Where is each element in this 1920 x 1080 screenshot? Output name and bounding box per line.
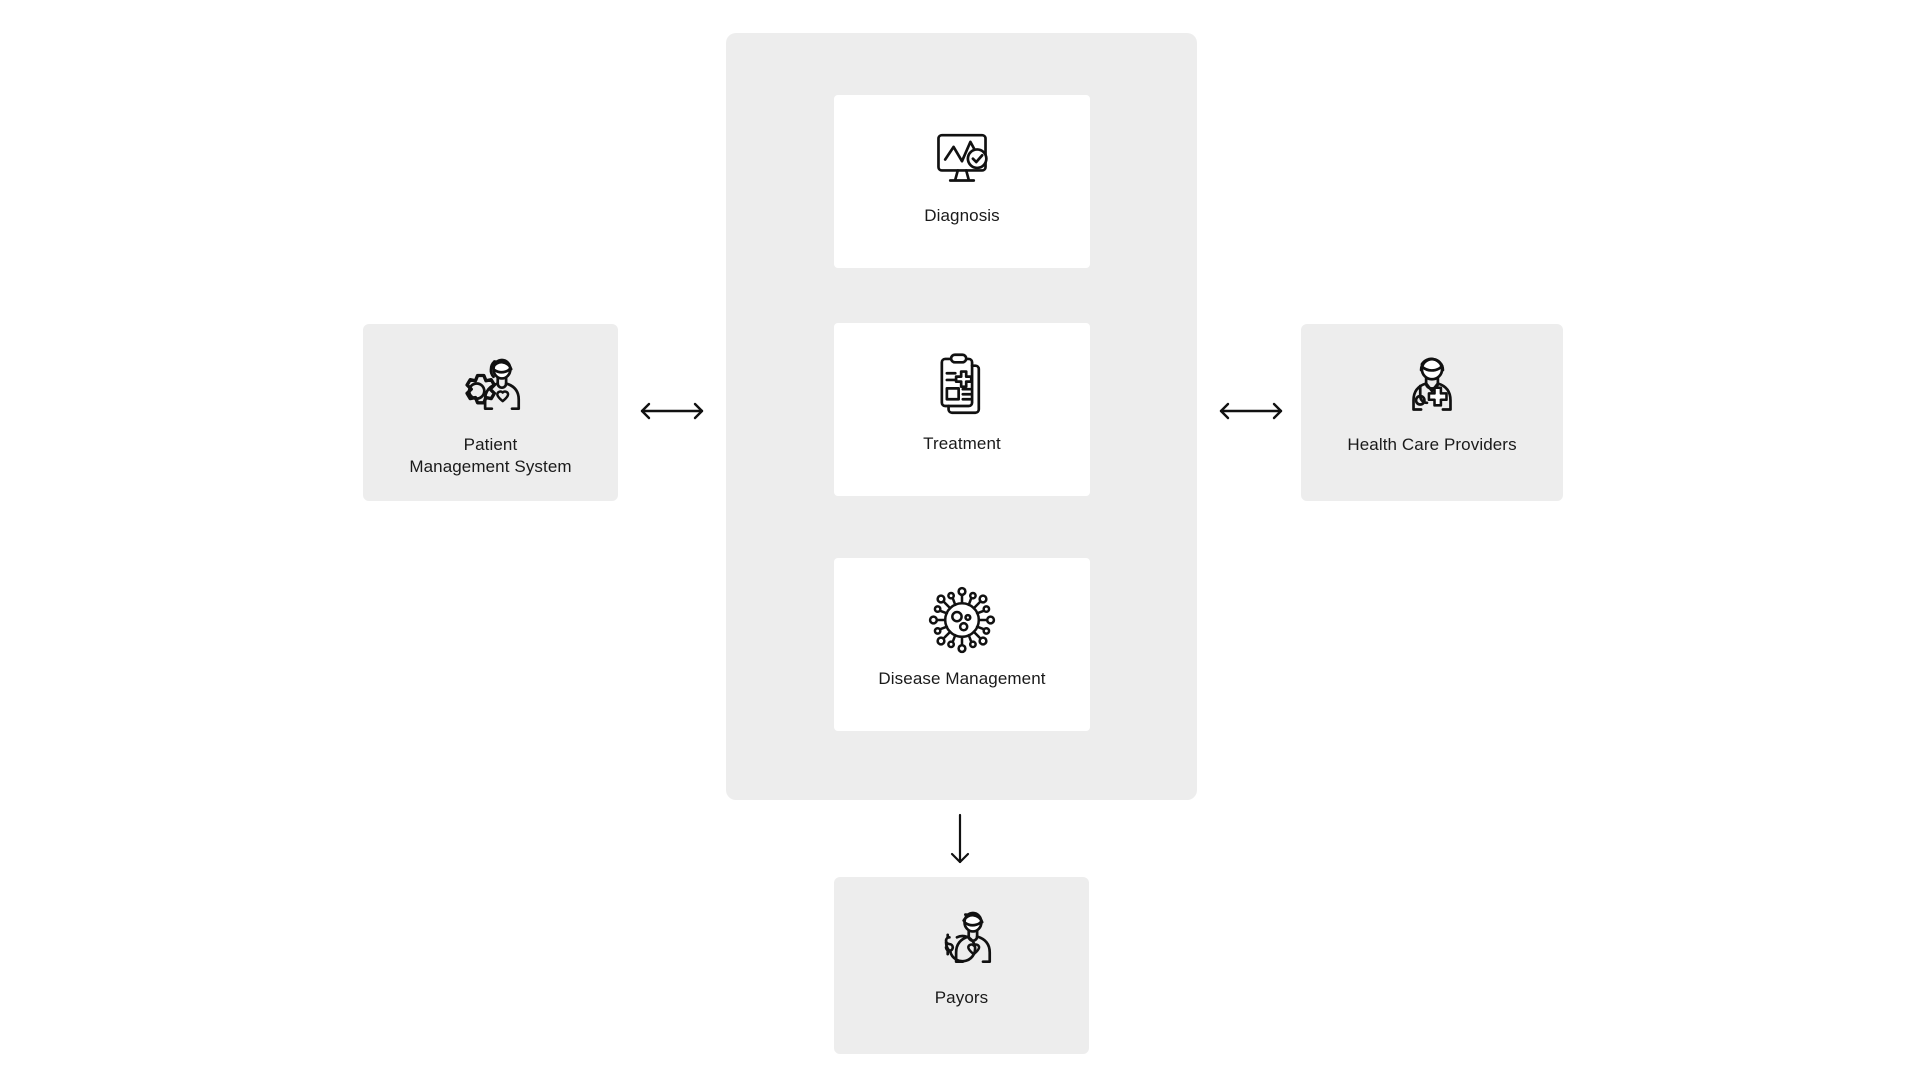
left-right-arrow-icon [636, 392, 708, 430]
stage-card-disease-management[interactable]: Disease Management [834, 558, 1090, 731]
entity-label-payors: Payors [934, 988, 989, 1007]
stage-label-diagnosis: Diagnosis [924, 206, 1000, 225]
entity-label-line-1: Patient [463, 435, 518, 454]
doctor-stethoscope-cross-icon [1390, 344, 1474, 428]
monitor-chart-check-icon [920, 115, 1004, 199]
stage-label-treatment: Treatment [923, 434, 1001, 453]
entity-box-payors[interactable]: Payors [834, 877, 1089, 1054]
virus-icon [920, 578, 1004, 662]
entity-label-health-care-providers: Health Care Providers [1347, 435, 1517, 454]
entity-label-line-2: Management System [409, 457, 572, 476]
stage-card-diagnosis[interactable]: Diagnosis [834, 95, 1090, 268]
care-pipeline-panel: Diagnosis Treatment [726, 33, 1197, 800]
connector-pms-to-pipeline [636, 392, 708, 430]
person-gear-heart-icon [449, 344, 533, 428]
entity-box-patient-management-system[interactable]: Patient Management System [363, 324, 618, 501]
person-dollar-heart-icon [920, 897, 1004, 981]
stage-label-disease-management: Disease Management [878, 669, 1046, 688]
connector-pipeline-to-payors [940, 812, 980, 868]
left-right-arrow-icon [1215, 392, 1287, 430]
down-arrow-icon [940, 812, 980, 868]
connector-pipeline-to-providers [1215, 392, 1287, 430]
stage-card-treatment[interactable]: Treatment [834, 323, 1090, 496]
entity-label-patient-management-system: Patient Management System [409, 434, 571, 478]
clipboard-medical-cross-icon [920, 343, 1004, 427]
entity-box-health-care-providers[interactable]: Health Care Providers [1301, 324, 1563, 501]
